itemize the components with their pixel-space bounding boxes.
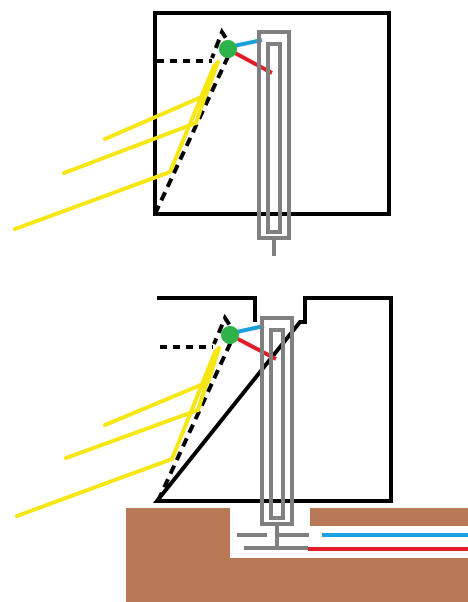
top-gray-bar-outer bbox=[257, 30, 291, 240]
top-gray-bar bbox=[257, 30, 291, 256]
bottom-base-right-strip bbox=[310, 508, 468, 526]
bottom-yellow-wire-3 bbox=[15, 350, 217, 518]
top-dashed-diagonal bbox=[153, 27, 235, 215]
top-yellow-wire-2 bbox=[62, 62, 218, 175]
bottom-yellow-wires bbox=[15, 346, 221, 518]
bottom-panel bbox=[15, 296, 468, 602]
bottom-yellow-wire-2 bbox=[64, 348, 219, 460]
top-yellow-wire-3 bbox=[13, 64, 216, 231]
bottom-green-dot bbox=[221, 326, 239, 344]
bottom-gray-bar bbox=[260, 316, 294, 546]
top-green-dot bbox=[219, 40, 237, 58]
top-red-wire bbox=[234, 51, 273, 75]
bottom-gray-bar-inner bbox=[269, 328, 285, 520]
bottom-base-lower bbox=[126, 558, 468, 602]
bottom-box-outline bbox=[152, 296, 393, 503]
bottom-base bbox=[126, 508, 468, 602]
top-box-outline bbox=[153, 11, 391, 216]
top-gray-bar-inner bbox=[266, 42, 282, 234]
top-panel bbox=[13, 11, 391, 256]
top-yellow-wires bbox=[13, 60, 220, 231]
bottom-dashed-diagonal bbox=[156, 313, 238, 502]
